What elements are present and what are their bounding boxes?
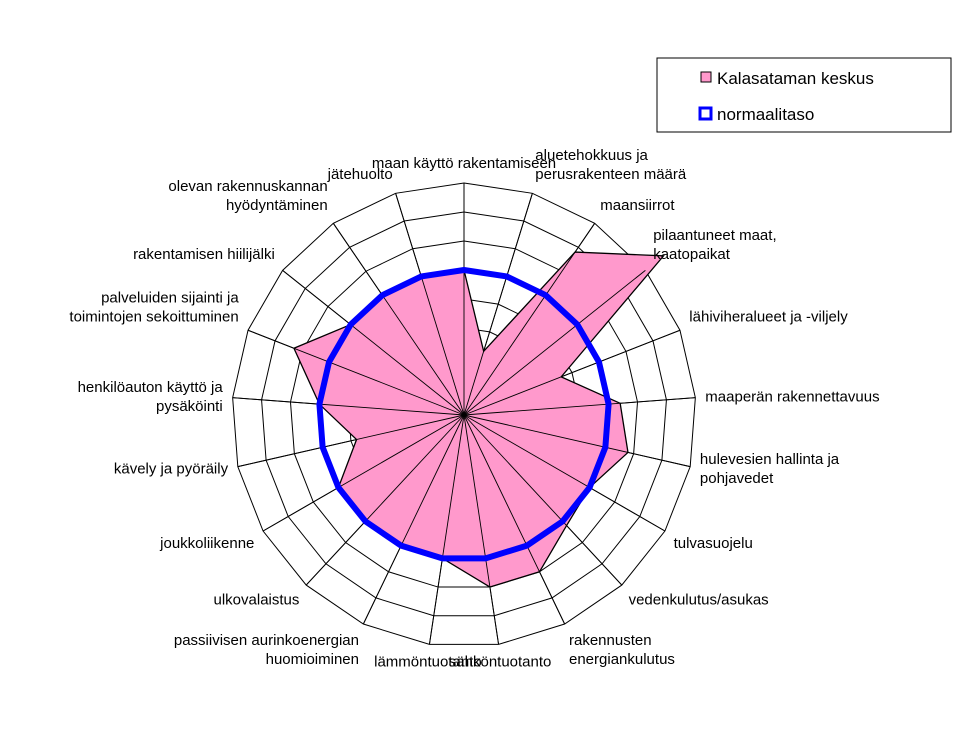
- spoke-overlay-6: [463, 397, 696, 416]
- axis-label-18-line-2: toimintojen sekoittuminen: [69, 309, 238, 326]
- axis-label-11-line-1: sähköntuotanto: [449, 653, 552, 670]
- legend-swatch-series-2: [698, 106, 713, 121]
- spoke-overlay-17: [232, 397, 465, 416]
- spoke-overlay-18: [247, 329, 465, 416]
- spoke-overlay-2: [463, 193, 533, 416]
- spoke-overlay-21: [395, 193, 465, 416]
- axis-label-8-line-1: tulvasuojelu: [674, 535, 753, 552]
- spoke-overlay-13: [362, 414, 465, 625]
- axis-label-9-line-1: vedenkulutus/asukas: [629, 591, 769, 608]
- spoke-overlay-5: [463, 329, 681, 416]
- spoke-overlay-9: [463, 414, 623, 586]
- spoke-overlay-8: [463, 414, 666, 532]
- axis-label-7-line-2: pohjavedet: [700, 470, 774, 487]
- spoke-overlay-14: [305, 414, 465, 586]
- axis-label-20-line-2: hyödyntäminen: [226, 197, 328, 214]
- spoke-overlay-19: [282, 269, 465, 416]
- series-layer: [232, 183, 696, 645]
- spoke-overlay-11: [463, 414, 500, 645]
- legend-label-series-1: Kalasataman keskus: [717, 69, 874, 88]
- spoke-overlay-4: [463, 269, 646, 416]
- axis-label-13-line-1: passiivisen aurinkoenergian: [174, 632, 359, 649]
- axis-label-17-line-2: pysäköinti: [156, 398, 223, 415]
- grid-ring-8: [232, 182, 696, 645]
- axis-label-10-line-1: rakennusten: [569, 632, 652, 649]
- spoke-overlay-10: [463, 414, 566, 625]
- axis-label-21-line-1: jätehuolto: [327, 166, 393, 183]
- spoke-overlay-7: [463, 414, 691, 468]
- axis-label-14-line-1: ulkovalaistus: [214, 591, 300, 608]
- spoke-overlay-12: [428, 414, 465, 645]
- spoke-overlay-3: [463, 223, 596, 416]
- axis-label-19-line-1: rakentamisen hiilijälki: [133, 246, 275, 263]
- axis-label-20-line-1: olevan rakennuskannan: [168, 178, 327, 195]
- series-normaalitaso: [316, 267, 612, 562]
- axis-label-4-line-2: kaatopaikat: [653, 246, 731, 263]
- legend: Kalasataman keskus normaalitaso: [656, 57, 952, 133]
- grid-ring-6: [289, 240, 639, 588]
- axis-label-12-line-1: lämmöntuotanto: [374, 653, 482, 670]
- axis-label-6-line-1: maaperän rakennettavuus: [705, 388, 879, 405]
- axis-label-2-line-1: aluetehokkuus ja: [535, 147, 648, 164]
- spoke-overlay-16: [237, 414, 465, 468]
- axis-label-13-line-2: huomioiminen: [266, 651, 359, 668]
- grid-ring-7: [261, 211, 667, 617]
- axis-label-1-line-1: maan käyttö rakentamiseen: [372, 155, 556, 172]
- axis-label-4-line-1: pilaantuneet maat,: [653, 227, 776, 244]
- axis-label-10-line-2: energiankulutus: [569, 651, 675, 668]
- spoke-overlay-15: [262, 414, 465, 532]
- axis-label-15-line-1: joukkoliikenne: [159, 535, 254, 552]
- spoke-overlay-20: [332, 223, 465, 416]
- axis-label-5-line-1: lähiviheralueet ja -viljely: [689, 309, 848, 326]
- legend-swatch-series-1: [700, 71, 712, 83]
- axis-label-16-line-1: kävely ja pyöräily: [114, 460, 229, 477]
- axis-label-17-line-1: henkilöauton käyttö ja: [78, 379, 224, 396]
- axis-label-18-line-1: palveluiden sijainti ja: [101, 290, 239, 307]
- axis-label-3-line-1: maansiirrot: [600, 197, 675, 214]
- legend-label-series-2: normaalitaso: [717, 105, 814, 124]
- axis-label-2-line-2: perusrakenteen määrä: [535, 166, 687, 183]
- series-kalasataman-keskus: [293, 251, 665, 588]
- axis-label-7-line-1: hulevesien hallinta ja: [700, 451, 840, 468]
